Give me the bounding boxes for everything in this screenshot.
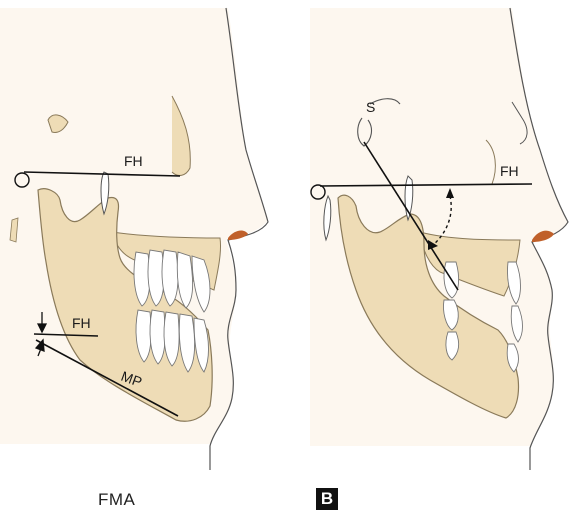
left-panel: FH FH MP (0, 8, 268, 470)
left-panel-caption: FMA (98, 490, 135, 510)
right-label-fh: FH (500, 163, 519, 179)
right-panel-letter-badge: B (316, 488, 338, 510)
right-panel: S FH (310, 8, 568, 470)
right-label-s: S (366, 99, 375, 115)
left-label-fh-lower: FH (72, 315, 91, 331)
left-label-fh-top: FH (124, 153, 143, 169)
